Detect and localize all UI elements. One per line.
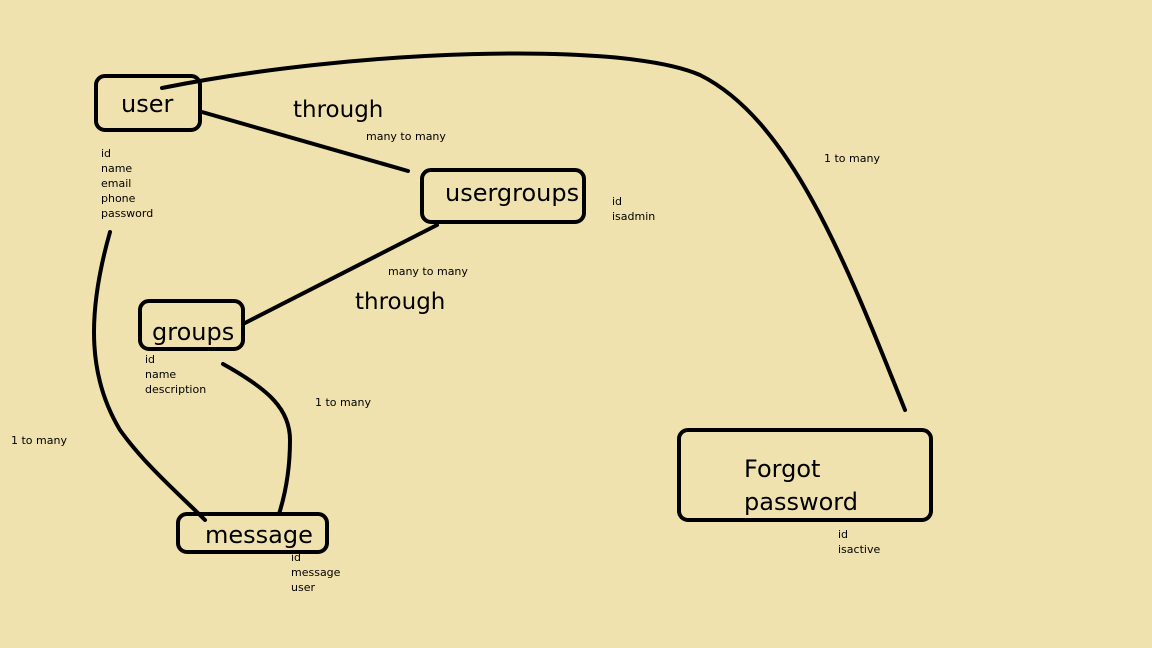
field-name: name: [101, 162, 133, 175]
field-password: password: [101, 207, 154, 220]
user-entity-box: [94, 74, 202, 132]
usergroups-groups-cardinality: many to many: [388, 265, 468, 278]
forgot-password-fields: id isactive: [838, 527, 880, 557]
message-entity-box: [176, 512, 329, 554]
field-message: message: [291, 566, 341, 579]
groups-message-cardinality: 1 to many: [315, 396, 371, 409]
field-email: email: [101, 177, 132, 190]
user-forgot-cardinality: 1 to many: [824, 152, 880, 165]
field-isadmin: isadmin: [612, 210, 656, 223]
message-entity-title: message: [205, 521, 313, 549]
field-id: id: [838, 528, 849, 541]
user-usergroups-cardinality: many to many: [366, 130, 446, 143]
forgot-password-title-line2: password: [744, 488, 858, 516]
field-description: description: [145, 383, 207, 396]
line-user-forgot-password: [160, 51, 907, 412]
usergroups-fields: id isadmin: [612, 194, 655, 224]
groups-fields: id name description: [145, 352, 206, 397]
usergroups-groups-through-label: through: [355, 289, 446, 315]
field-id: id: [291, 551, 302, 564]
field-user: user: [291, 581, 315, 594]
field-name: name: [145, 368, 177, 381]
groups-entity-box: [138, 299, 245, 351]
field-id: id: [145, 353, 156, 366]
groups-entity-title: groups: [152, 318, 235, 346]
field-phone: phone: [101, 192, 136, 205]
line-user-message: [92, 230, 207, 522]
user-fields: id name email phone password: [101, 146, 153, 221]
field-id: id: [101, 147, 112, 160]
message-fields: id message user: [291, 550, 340, 595]
field-id: id: [612, 195, 623, 208]
usergroups-entity-box: [420, 168, 586, 224]
forgot-password-title-line1: Forgot: [744, 455, 821, 483]
line-usergroups-groups: [243, 223, 439, 325]
user-usergroups-through-label: through: [293, 97, 384, 123]
user-entity-title: user: [121, 90, 174, 118]
line-user-usergroups: [200, 110, 410, 173]
field-isactive: isactive: [838, 543, 881, 556]
forgot-password-entity-box: [677, 428, 933, 522]
user-message-cardinality: 1 to many: [11, 434, 67, 447]
usergroups-entity-title: usergroups: [445, 179, 580, 207]
line-groups-message: [221, 362, 293, 516]
